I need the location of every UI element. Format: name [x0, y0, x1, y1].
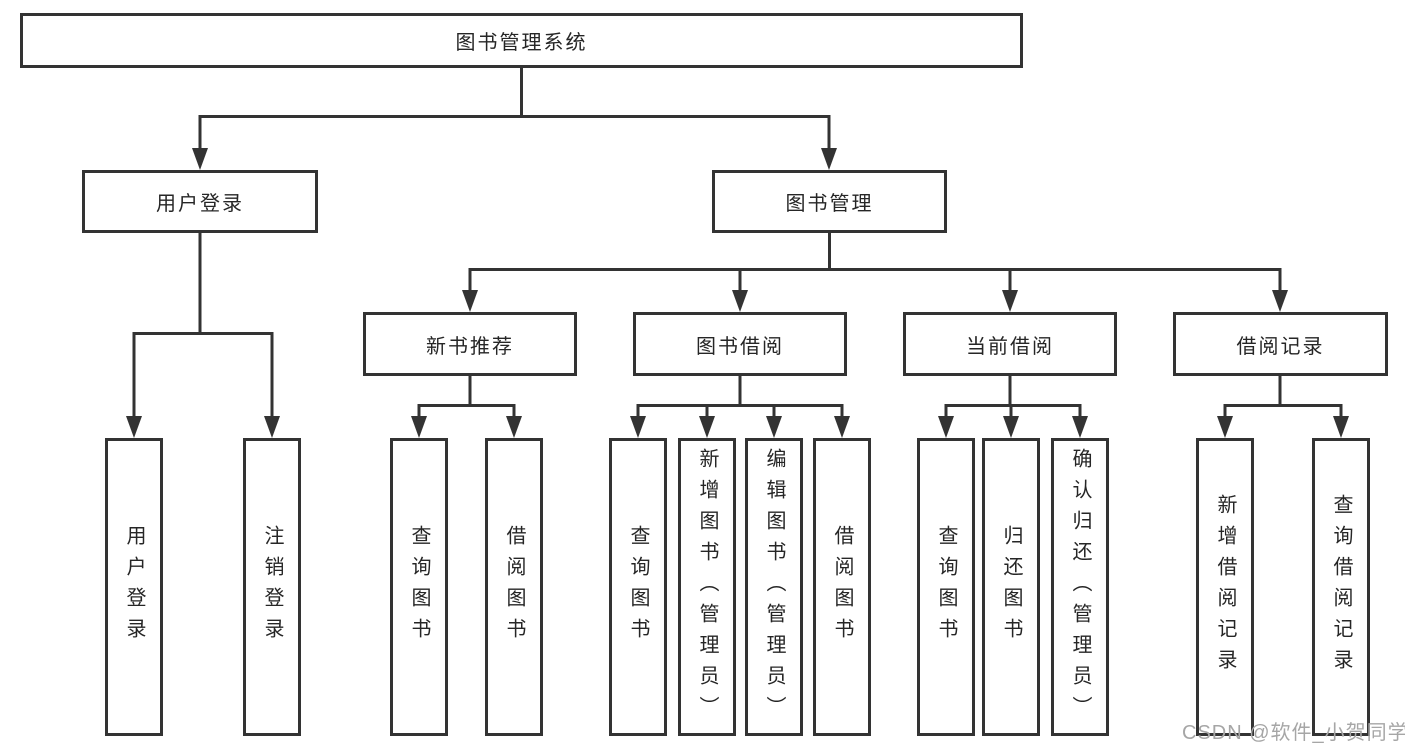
arrow-down-icon — [732, 290, 748, 312]
leaf-records-query-record: 查询借阅记录 — [1312, 438, 1370, 736]
leaf-borrow-edit-books-admin-label: 编辑图书（管理员） — [763, 447, 785, 727]
arrow-down-icon — [506, 416, 522, 438]
node-library-system: 图书管理系统 — [20, 13, 1023, 68]
connector-book-mgmt-branch — [468, 233, 1282, 292]
arrow-down-icon — [766, 416, 782, 438]
leaf-current-query-books: 查询图书 — [917, 438, 975, 736]
arrow-down-icon — [1272, 290, 1288, 312]
node-new-book-recommend-label: 新书推荐 — [426, 335, 514, 358]
arrow-down-icon — [462, 290, 478, 312]
leaf-new-query-books: 查询图书 — [390, 438, 448, 736]
arrow-down-icon — [821, 148, 837, 170]
leaf-borrow-add-books-admin: 新增图书（管理员） — [678, 438, 736, 736]
leaf-records-add-record-label: 新增借阅记录 — [1214, 494, 1236, 680]
arrow-down-icon — [264, 416, 280, 438]
node-current-borrowing-label: 当前借阅 — [966, 335, 1054, 358]
arrow-down-icon — [192, 148, 208, 170]
arrow-down-icon — [630, 416, 646, 438]
leaf-logout-label: 注销登录 — [261, 525, 283, 649]
connector-new-book-branch — [417, 376, 516, 418]
node-book-borrowing: 图书借阅 — [633, 312, 847, 376]
arrow-down-icon — [1003, 416, 1019, 438]
leaf-new-borrow-books: 借阅图书 — [485, 438, 543, 736]
node-library-system-label: 图书管理系统 — [455, 32, 588, 54]
node-borrowing-records-label: 借阅记录 — [1236, 335, 1325, 358]
arrowheads — [126, 148, 1349, 438]
leaf-current-return-books: 归还图书 — [982, 438, 1040, 736]
leaf-user-login-label: 用户登录 — [123, 525, 145, 649]
node-book-borrowing-label: 图书借阅 — [696, 335, 784, 358]
leaf-borrow-borrow-books: 借阅图书 — [813, 438, 871, 736]
arrow-down-icon — [126, 416, 142, 438]
leaf-records-add-record: 新增借阅记录 — [1196, 438, 1254, 736]
leaf-new-query-books-label: 查询图书 — [408, 525, 430, 649]
connector-current-branch — [944, 376, 1082, 418]
arrow-down-icon — [411, 416, 427, 438]
connector-borrowing-branch — [636, 376, 844, 418]
leaf-current-confirm-return-admin-label: 确认归还（管理员） — [1069, 447, 1091, 727]
arrow-down-icon — [1333, 416, 1349, 438]
leaf-records-query-record-label: 查询借阅记录 — [1330, 494, 1352, 680]
node-user-login-label: 用户登录 — [156, 193, 244, 215]
leaf-new-borrow-books-label: 借阅图书 — [503, 525, 525, 649]
node-borrowing-records: 借阅记录 — [1173, 312, 1388, 376]
leaf-borrow-add-books-admin-label: 新增图书（管理员） — [696, 447, 718, 727]
leaf-current-query-books-label: 查询图书 — [935, 525, 957, 649]
arrow-down-icon — [834, 416, 850, 438]
node-user-login: 用户登录 — [82, 170, 318, 233]
arrow-down-icon — [938, 416, 954, 438]
arrow-down-icon — [699, 416, 715, 438]
connector-root-branch — [198, 68, 831, 150]
arrow-down-icon — [1072, 416, 1088, 438]
connector-user-login-branch — [132, 233, 274, 418]
arrow-down-icon — [1002, 290, 1018, 312]
leaf-logout: 注销登录 — [243, 438, 301, 736]
node-book-management-label: 图书管理 — [785, 193, 874, 215]
connector-records-branch — [1223, 376, 1343, 418]
leaf-borrow-query-books-label: 查询图书 — [627, 525, 649, 649]
leaf-user-login: 用户登录 — [105, 438, 163, 736]
leaf-current-confirm-return-admin: 确认归还（管理员） — [1051, 438, 1109, 736]
leaf-current-return-books-label: 归还图书 — [1000, 525, 1022, 649]
node-book-management: 图书管理 — [712, 170, 947, 233]
arrow-down-icon — [1217, 416, 1233, 438]
leaf-borrow-borrow-books-label: 借阅图书 — [831, 525, 853, 649]
csdn-watermark: CSDN @软件_小贺同学 — [1182, 722, 1405, 744]
leaf-borrow-query-books: 查询图书 — [609, 438, 667, 736]
node-new-book-recommend: 新书推荐 — [363, 312, 577, 376]
leaf-borrow-edit-books-admin: 编辑图书（管理员） — [745, 438, 803, 736]
node-current-borrowing: 当前借阅 — [903, 312, 1117, 376]
